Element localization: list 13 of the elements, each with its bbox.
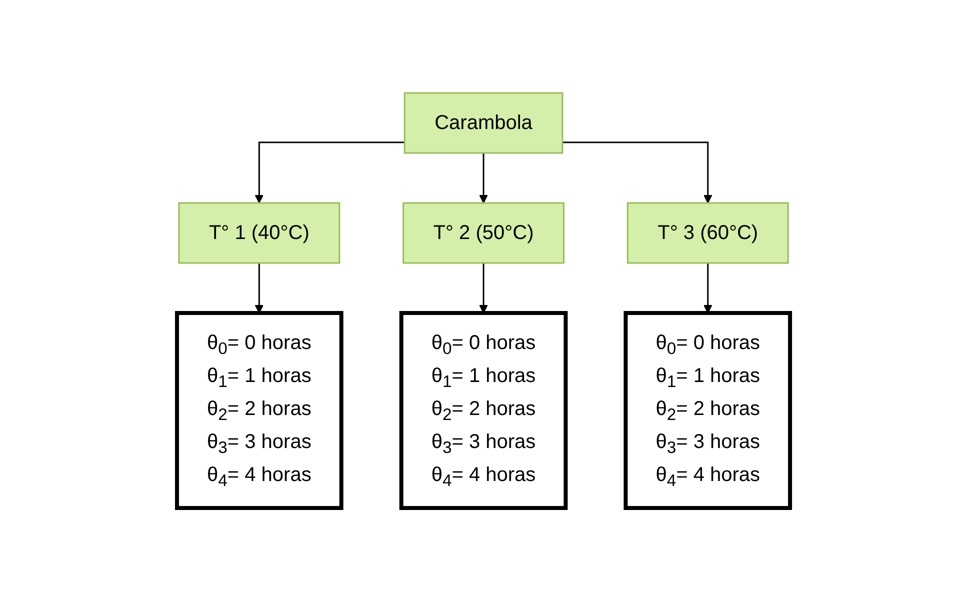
arrow — [480, 262, 488, 314]
node-box: Carambola — [404, 92, 564, 154]
arrow — [255, 142, 406, 204]
node-box: θ$_{0}$= 0 horas θ$_{1}$= 1 horas θ$_{2}$= 2 horas θ$_{3}$= 3 horas θ$_{4}$= 4 horas — [400, 311, 568, 510]
arrow — [480, 152, 488, 204]
node-box: T° 2 (50°C) — [403, 202, 565, 264]
node-box: T° 1 (40°C) — [178, 202, 341, 264]
arrow — [704, 262, 713, 314]
arrow — [255, 262, 264, 314]
node-box: θ$_{0}$= 0 horas θ$_{1}$= 1 horas θ$_{2}$= 2 horas θ$_{3}$= 3 horas θ$_{4}$= 4 horas — [624, 311, 793, 510]
node-box: θ$_{0}$= 0 horas θ$_{1}$= 1 horas θ$_{2}$= 2 horas θ$_{3}$= 3 horas θ$_{4}$= 4 horas — [175, 311, 344, 510]
arrow — [562, 142, 713, 204]
node-box: T° 3 (60°C) — [627, 202, 790, 264]
